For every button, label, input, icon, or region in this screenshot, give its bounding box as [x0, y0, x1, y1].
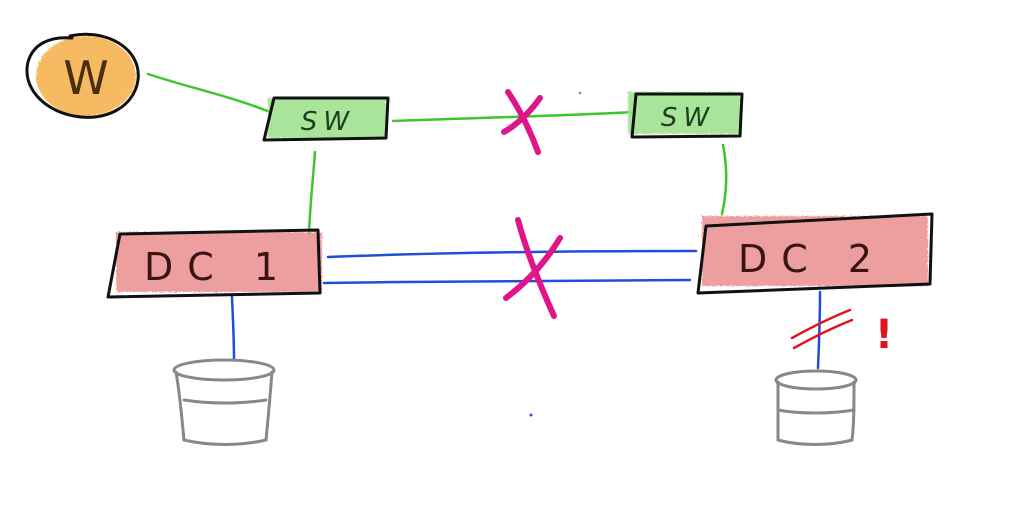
break-mark-switch-link — [501, 89, 543, 155]
dc-2-label: DC 2 — [738, 237, 886, 281]
switch-2-outline — [630, 92, 744, 139]
link-dc1-dc2-upper — [326, 249, 698, 259]
link-web-switch1 — [146, 72, 272, 114]
link-switch1-switch2 — [391, 110, 636, 123]
switch-1-node: SW — [262, 96, 390, 142]
switch-2-fill — [628, 92, 740, 134]
link-switch2-dc2 — [720, 143, 728, 216]
warning-annotation: ! — [875, 312, 893, 358]
dc-1-outline — [106, 228, 322, 299]
break-mark-dc-link — [503, 217, 563, 319]
switch-1-outline — [262, 96, 390, 142]
storage-2-icon — [774, 369, 858, 446]
dc-1-fill — [116, 232, 322, 292]
dc-1-node: DC 1 — [106, 228, 322, 299]
link-dc2-storage2 — [816, 290, 822, 370]
link-switch1-dc1 — [307, 150, 317, 236]
dc-2-outline — [696, 212, 934, 295]
web-node-label: W — [63, 51, 108, 105]
link-dc1-storage1 — [230, 295, 236, 360]
switch-1-label: SW — [301, 107, 355, 137]
dc-2-node: DC 2 — [696, 212, 934, 295]
stray-dot-green — [578, 91, 582, 95]
dc-1-label: DC 1 — [144, 245, 292, 289]
switch-2-node: SW — [628, 92, 744, 139]
stray-dot-blue — [529, 413, 533, 417]
web-node-fill — [36, 36, 136, 116]
dc-2-fill — [702, 216, 928, 286]
switch-1-fill — [268, 98, 386, 138]
web-node: W — [25, 32, 140, 119]
switch-2-label: SW — [661, 103, 715, 133]
web-node-outline — [25, 32, 140, 119]
storage-1-icon — [172, 358, 276, 446]
links — [146, 72, 822, 370]
break-mark-dc2-storage — [790, 308, 854, 350]
link-dc1-dc2-lower — [322, 278, 692, 285]
